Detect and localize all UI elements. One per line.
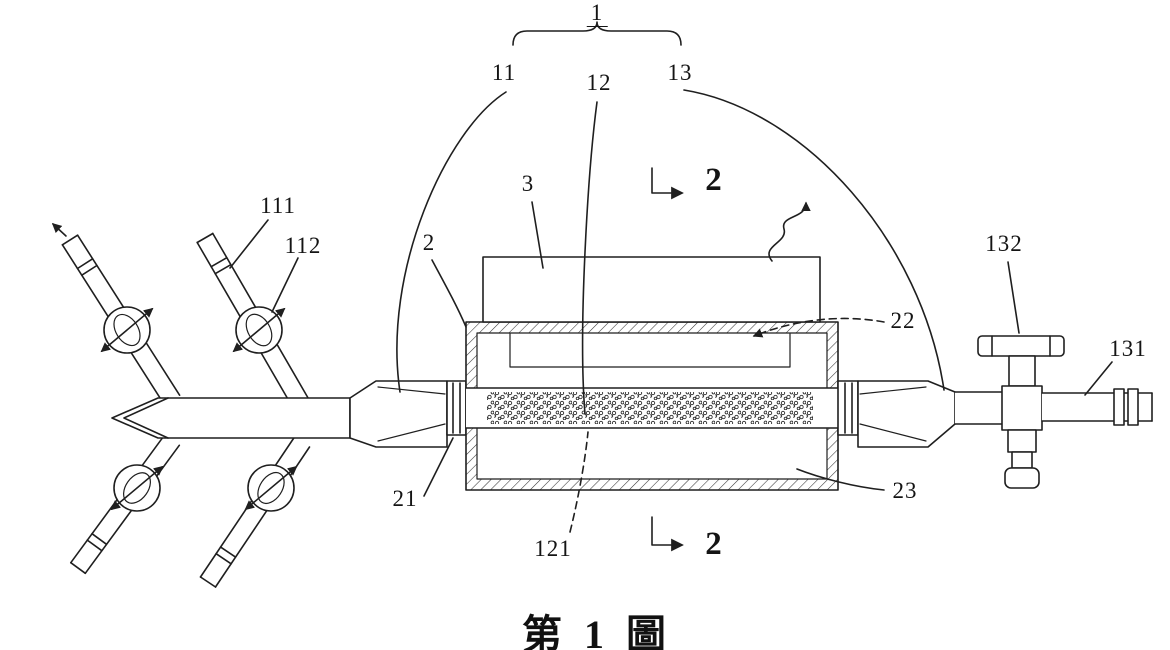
- stopcock-lower-left: [110, 464, 164, 512]
- lead-wire: [768, 201, 811, 262]
- outlet-stopcock: [977, 335, 1065, 489]
- manifold-body: [111, 397, 351, 439]
- ref-label-3: 3: [521, 171, 535, 196]
- ref-label-21: 21: [392, 486, 418, 511]
- right-ground-joint: [837, 380, 1003, 448]
- stopcock-upper-right: [232, 306, 286, 354]
- figure-caption: 第 1 圖: [522, 612, 672, 650]
- section-marker-bottom: [651, 516, 684, 552]
- dashed-leader-lines: [569, 317, 885, 533]
- section-label-bottom: 2: [705, 526, 723, 562]
- flow-arrow-icon: [51, 223, 67, 237]
- ref-label-131: 131: [1109, 336, 1147, 361]
- granule-fill: [487, 392, 813, 424]
- top-block: [482, 256, 821, 323]
- section-label-top: 2: [705, 162, 723, 198]
- packed-tube: [465, 387, 839, 429]
- ref-label-1: 1: [586, 0, 608, 28]
- inner-liner: [509, 333, 791, 368]
- stopcock-upper-left: [100, 306, 154, 354]
- assembly-brace: [512, 21, 682, 46]
- ref-label-112: 112: [284, 233, 322, 258]
- section-marker-top: [651, 167, 684, 200]
- outlet-tube: [1041, 388, 1153, 426]
- stopcock-lower-right: [244, 464, 298, 512]
- ref-label-111: 111: [260, 193, 296, 218]
- ref-label-11: 11: [491, 60, 517, 85]
- ref-label-121: 121: [534, 536, 572, 561]
- left-ground-joint: [349, 380, 467, 448]
- leader-lines: [229, 89, 1113, 497]
- ref-label-12: 12: [586, 70, 612, 95]
- ref-label-132: 132: [985, 231, 1023, 256]
- ref-label-2: 2: [422, 230, 436, 255]
- ref-label-13: 13: [667, 60, 693, 85]
- ref-label-23: 23: [892, 478, 918, 503]
- ref-label-22: 22: [890, 308, 916, 333]
